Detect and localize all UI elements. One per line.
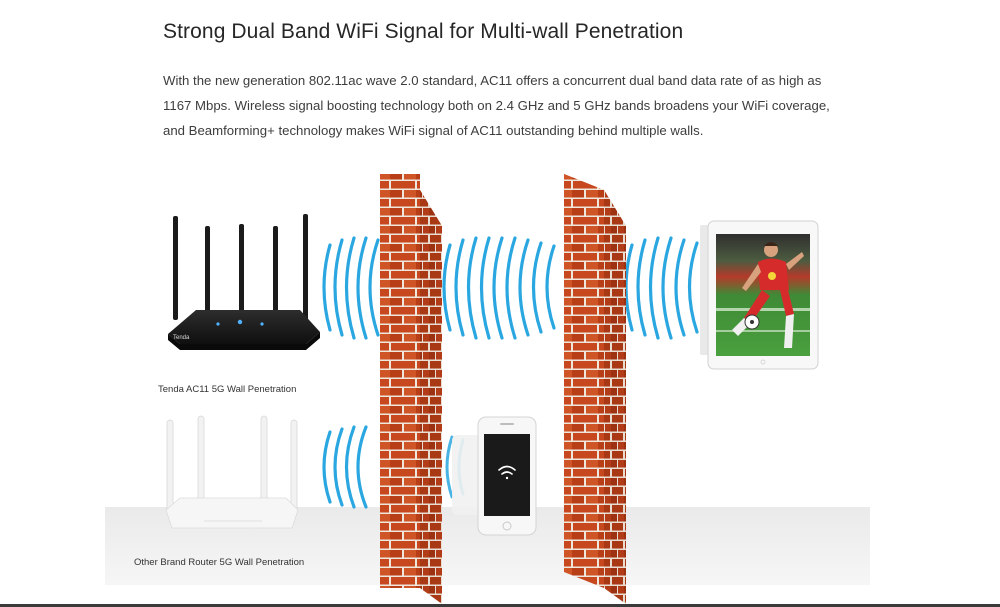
antenna-2	[205, 226, 210, 312]
signal-waves-lower-1	[322, 425, 368, 509]
router-logo: Tenda	[173, 335, 190, 341]
description-paragraph: With the new generation 802.11ac wave 2.…	[163, 68, 853, 143]
tablet	[700, 220, 819, 370]
wifi-icon	[498, 465, 516, 480]
signal-waves-upper-2	[442, 236, 556, 340]
white-antenna-2	[197, 415, 205, 501]
white-antenna-1	[166, 419, 174, 513]
bottom-border	[0, 604, 1000, 607]
white-antenna-3	[260, 415, 268, 501]
brick-wall-1	[380, 174, 442, 604]
signal-waves-upper-1	[322, 236, 380, 340]
caption-tenda: Tenda AC11 5G Wall Penetration	[158, 384, 297, 395]
antenna-5	[303, 214, 308, 322]
description-line-1: With the new generation 802.11ac wave 2.…	[163, 73, 822, 88]
description-line-3: and Beamforming+ technology makes WiFi s…	[163, 123, 704, 138]
other-brand-router	[165, 415, 299, 529]
caption-other-brand: Other Brand Router 5G Wall Penetration	[134, 557, 305, 568]
antenna-1	[173, 216, 178, 320]
smartphone	[452, 416, 537, 536]
signal-waves-upper-3	[624, 236, 699, 340]
antenna-3	[239, 224, 244, 312]
description-line-2: 1167 Mbps. Wireless signal boosting tech…	[163, 98, 830, 113]
brick-wall-2	[564, 174, 626, 604]
white-antenna-4	[290, 419, 298, 513]
antenna-4	[273, 226, 278, 312]
tenda-router: Tenda	[168, 214, 320, 350]
page-title: Strong Dual Band WiFi Signal for Multi-w…	[163, 20, 684, 43]
